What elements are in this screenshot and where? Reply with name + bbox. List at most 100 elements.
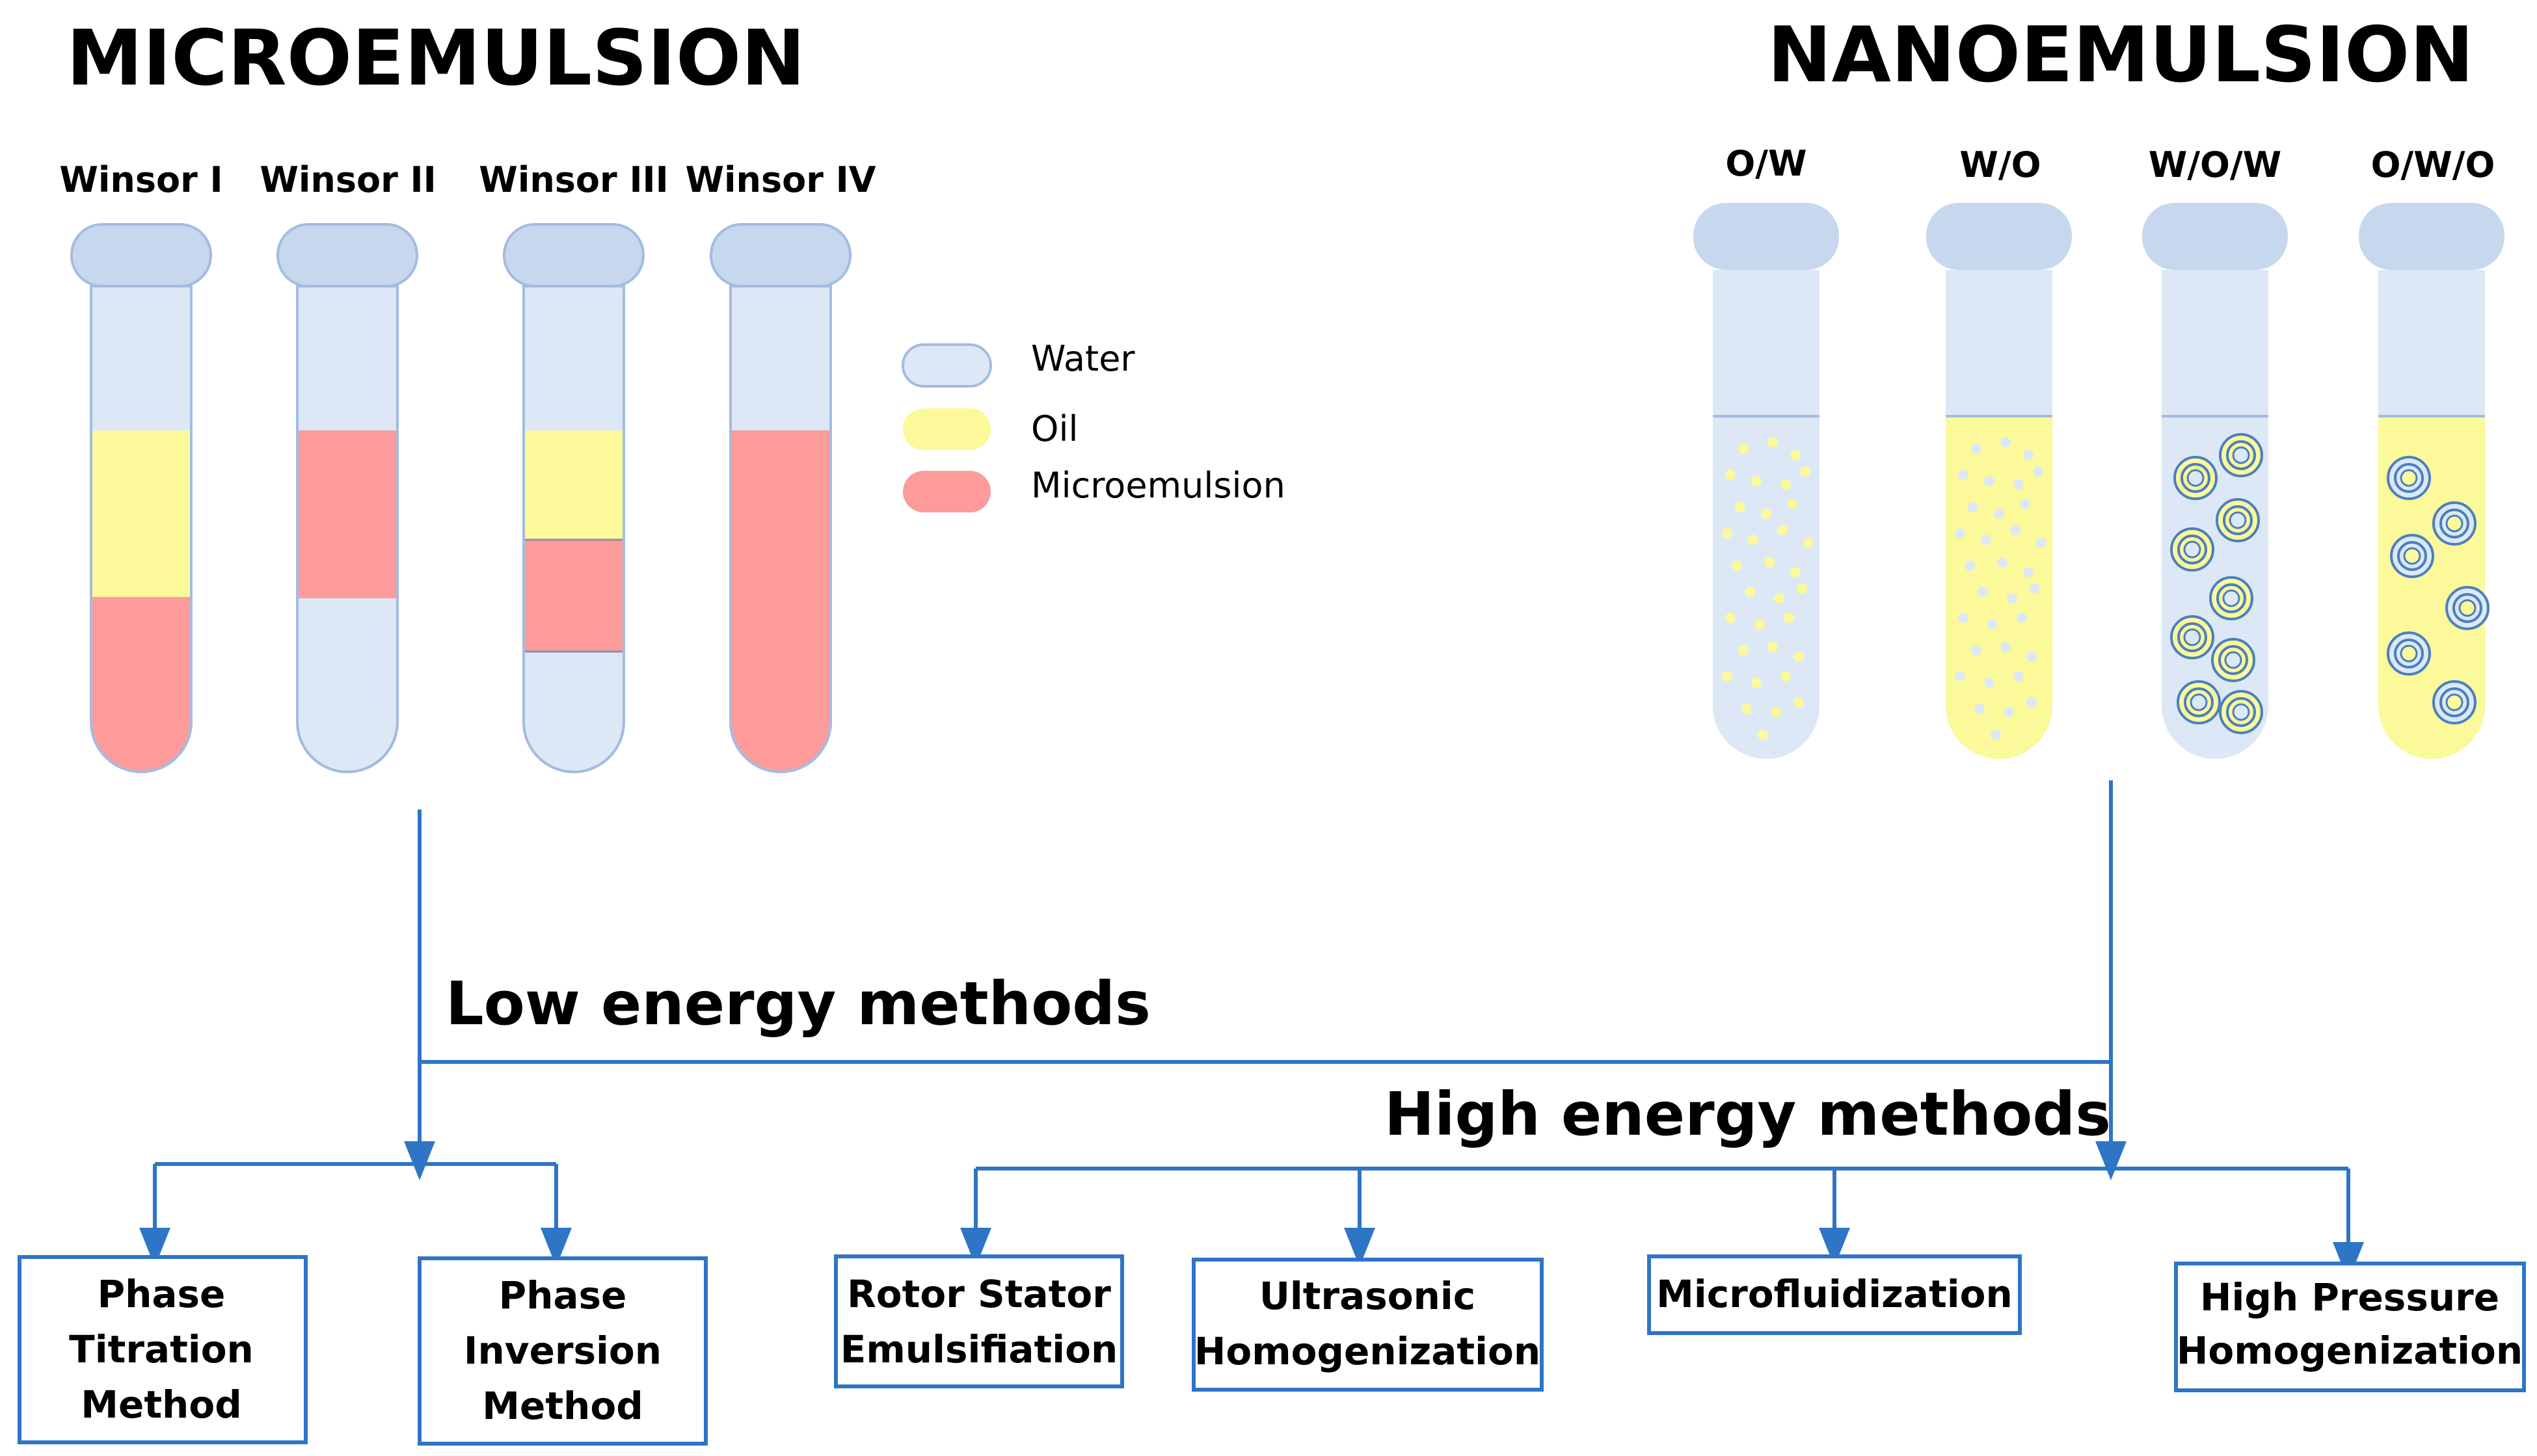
- droplet: [2026, 652, 2037, 662]
- droplet-inner-ring: [2226, 440, 2256, 470]
- tube-cap: [2142, 203, 2288, 270]
- legend-swatch-water: [902, 343, 992, 388]
- droplet-inner-ring: [2184, 687, 2214, 717]
- droplet: [1780, 671, 1791, 682]
- droplet-inner-ring: [2223, 505, 2253, 535]
- winsor-3-tube: [503, 223, 645, 773]
- microemulsion-layer: [92, 597, 190, 771]
- droplet-core: [2458, 599, 2477, 617]
- droplet: [1987, 619, 1998, 629]
- droplet: [2004, 707, 2014, 717]
- droplet-core: [2190, 693, 2208, 711]
- droplet: [1971, 645, 1981, 655]
- droplet-inner-ring: [2177, 535, 2207, 564]
- droplet: [1997, 557, 2007, 568]
- microemulsion-layer: [525, 540, 623, 652]
- droplet: [1968, 502, 1978, 512]
- droplet-inner-ring: [2452, 593, 2482, 623]
- tube-cap: [276, 223, 418, 287]
- phase-inversion-box: [418, 1256, 708, 1446]
- droplet-core: [2224, 651, 2242, 669]
- droplet: [1793, 652, 1804, 662]
- droplet: [1780, 479, 1791, 490]
- legend-label-water: Water: [1031, 338, 1135, 379]
- flow-lines: [139, 780, 2364, 1281]
- droplet: [2007, 593, 2017, 603]
- droplet: [1790, 567, 1801, 577]
- droplet: [1800, 466, 1810, 477]
- winsor-4-tube: [710, 223, 852, 773]
- droplet: [1958, 470, 1968, 480]
- high-pressure-box: [2174, 1262, 2526, 1392]
- winsor-4-label: Winsor IV: [685, 159, 876, 200]
- droplet: [1965, 561, 1975, 571]
- high-energy-label: High energy methods: [1384, 1079, 2111, 1149]
- phase-inversion-line-1: Phase: [499, 1273, 627, 1317]
- droplet-core: [2445, 693, 2463, 711]
- droplet-core: [2229, 511, 2247, 529]
- ow-tube: [1693, 203, 1839, 759]
- nanoemulsion-title: NANOEMULSION: [1767, 10, 2474, 99]
- owo-tube: [2359, 203, 2504, 759]
- droplet: [1748, 535, 1758, 545]
- droplet-inner-ring: [2216, 583, 2246, 613]
- droplet-core: [2186, 469, 2205, 487]
- droplet: [1797, 583, 1807, 594]
- droplet: [1735, 502, 1745, 512]
- droplet: [1751, 476, 1762, 486]
- low-energy-label: Low energy methods: [446, 969, 1151, 1039]
- droplet: [1761, 509, 1771, 519]
- method-boxes: [18, 1254, 2526, 1446]
- phase-inversion-line-3: Method: [482, 1384, 643, 1428]
- droplet-inner-ring: [2439, 687, 2469, 717]
- ow-label: O/W: [1725, 143, 1806, 184]
- tube-cap: [710, 223, 852, 287]
- microemulsion-title: MICROEMULSION: [66, 13, 805, 103]
- droplet: [1971, 443, 1981, 454]
- wo-tube: [1926, 203, 2072, 759]
- droplet: [1958, 613, 1968, 623]
- oil-layer: [525, 430, 623, 540]
- droplet: [1732, 561, 1742, 571]
- droplet: [1955, 671, 1965, 682]
- wow-label: W/O/W: [2149, 144, 2281, 185]
- droplet: [2013, 671, 2024, 682]
- droplet: [1978, 587, 1988, 597]
- droplet: [1767, 642, 1778, 652]
- owo-label: O/W/O: [2371, 144, 2495, 185]
- droplet: [1984, 678, 1994, 688]
- droplet: [2017, 613, 2027, 623]
- droplet: [1725, 470, 1736, 480]
- droplet-inner-ring: [2394, 639, 2424, 668]
- droplet-inner-ring: [2218, 645, 2248, 675]
- droplet: [2033, 466, 2043, 477]
- droplet: [1955, 528, 1965, 538]
- ultrasonic-box: [1192, 1258, 1544, 1392]
- droplet: [1984, 476, 1994, 486]
- tube-cap: [503, 223, 645, 287]
- ultrasonic-line-2: Homogenization: [1194, 1329, 1540, 1373]
- droplet-core: [2183, 628, 2201, 646]
- droplet: [2023, 567, 2034, 577]
- tube-cap: [1693, 203, 1839, 270]
- droplet-core: [2400, 469, 2418, 487]
- droplet: [2023, 450, 2034, 460]
- tube-cap: [70, 223, 212, 287]
- droplet: [2036, 538, 2047, 548]
- droplet: [2030, 583, 2040, 594]
- microfluidization-line-1: Microfluidization: [1656, 1272, 2013, 1316]
- droplet: [1787, 499, 1797, 509]
- high-pressure-line-1: High Pressure: [2200, 1275, 2499, 1319]
- droplet-core: [2232, 446, 2250, 464]
- droplet: [1758, 730, 1768, 740]
- droplet: [2000, 437, 2011, 447]
- droplet-inner-ring: [2177, 622, 2207, 652]
- droplet: [2026, 697, 2037, 708]
- droplet: [1741, 704, 1752, 714]
- droplet-core: [2445, 514, 2463, 533]
- nanoemulsion-tubes: [1693, 203, 2504, 759]
- high-pressure-line-2: Homogenization: [2177, 1329, 2523, 1373]
- winsor-1-label: Winsor I: [59, 159, 222, 200]
- rotor-stator-line-2: Emulsifiation: [840, 1327, 1118, 1371]
